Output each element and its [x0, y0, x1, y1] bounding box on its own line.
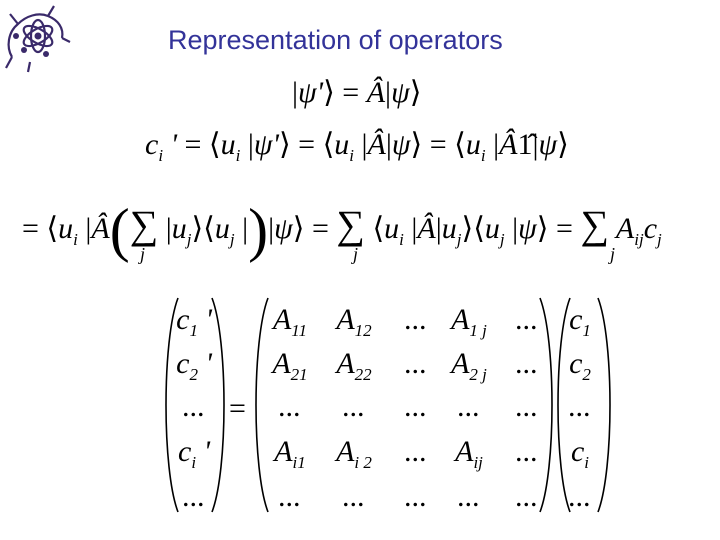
matrix-cell: A22 [336, 347, 372, 384]
matrix-cell: ... [515, 347, 539, 380]
matrix-cell: ... [404, 435, 428, 468]
rhs-entry: ... [568, 390, 592, 423]
lizard-atom-logo-icon [5, 5, 71, 73]
lhs-entry: c2 ' [176, 347, 212, 384]
rhs-entry: c2 [569, 347, 591, 384]
sum-index-1: j [140, 244, 146, 264]
matrix-cell: ... [278, 390, 302, 423]
lhs-entry: ... [182, 390, 206, 423]
matrix-cell: ... [278, 480, 302, 513]
matrix-cell: ... [457, 480, 481, 513]
rhs-entry: ... [568, 480, 592, 513]
lhs-entry: ci ' [178, 435, 210, 472]
lhs-entry: ... [182, 480, 206, 513]
matrix-cell: Ai 2 [336, 435, 372, 472]
sum-index-2: j [353, 244, 359, 264]
matrix-cell: ... [404, 303, 428, 336]
rhs-entry: ci [570, 435, 590, 472]
matrix-cell: A11 [272, 303, 308, 340]
equation-coefficient: ci ' = ⟨ui |ψ'⟩ = ⟨ui |Â|ψ⟩ = ⟨ui |Â1̂|ψ… [145, 128, 569, 165]
matrix-cell: ... [342, 480, 366, 513]
matrix-cell: ... [515, 303, 539, 336]
lhs-entry: c1 ' [176, 303, 212, 340]
rhs-entry: c1 [569, 303, 591, 340]
matrix-cell: ... [457, 390, 481, 423]
matrix-cell: ... [404, 480, 428, 513]
matrix-cell: A1 j [451, 303, 487, 340]
equation-transform: |ψ'⟩ = Â|ψ⟩ [292, 76, 422, 109]
equation-expansion: = ⟨ui |Â(∑ |uj⟩⟨uj |)|ψ⟩ = ∑ ⟨ui |Â|uj⟩⟨… [22, 197, 662, 263]
matrix-cell: ... [404, 390, 428, 423]
slide-title: Representation of operators [168, 25, 503, 55]
equals-sign: = [229, 392, 246, 425]
matrix-cell: ... [515, 435, 539, 468]
matrix-cell: A2 j [451, 347, 487, 384]
matrix-cell: A21 [272, 347, 308, 384]
matrix-cell: A12 [336, 303, 372, 340]
matrix-cell: ... [515, 390, 539, 423]
sum-index-3: j [610, 244, 616, 264]
matrix-cell: ... [515, 480, 539, 513]
matrix-cell: Aij [455, 435, 483, 472]
matrix-cell: Ai1 [274, 435, 306, 472]
matrix-cell: ... [404, 347, 428, 380]
matrix-cell: ... [342, 390, 366, 423]
